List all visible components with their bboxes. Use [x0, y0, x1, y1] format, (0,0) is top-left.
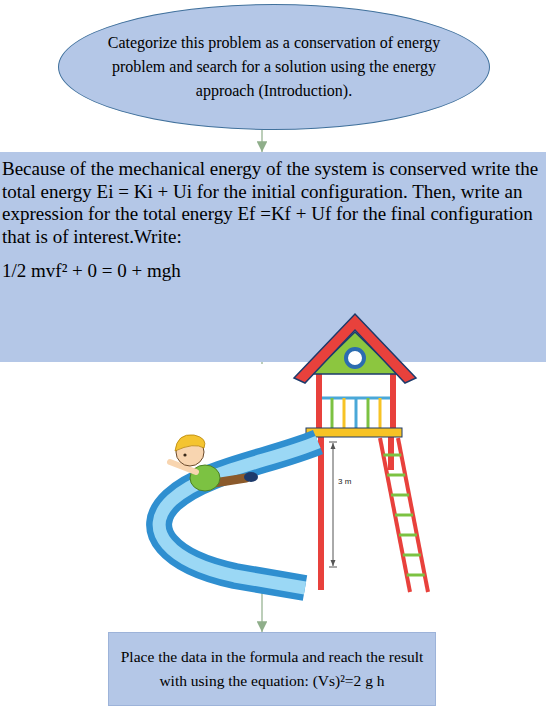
- ladder-rung: [407, 574, 425, 577]
- height-dimension: [329, 442, 337, 567]
- dimension-line: [333, 443, 334, 566]
- ladder-rung: [391, 494, 409, 497]
- round-window: [346, 349, 364, 367]
- railing-bar: [379, 398, 382, 428]
- house-post: [316, 372, 322, 430]
- ladder: [380, 438, 428, 592]
- ladder-rung: [399, 534, 417, 537]
- start-ellipse: Categorize this problem as a conservatio…: [58, 4, 490, 130]
- railing-bar: [355, 398, 358, 428]
- result-box: Place the data in the formula and reach …: [108, 632, 436, 706]
- ladder-rung: [383, 454, 401, 457]
- equation-text: 1/2 mvf² + 0 = 0 + mgh: [2, 260, 543, 283]
- dimension-tick: [329, 567, 337, 568]
- label-holder: 3 m: [337, 477, 352, 487]
- step-text: Place the data in the formula and reach …: [117, 645, 427, 693]
- child-eye: [183, 453, 186, 456]
- dimension-tick: [329, 442, 337, 443]
- step-text: Categorize this problem as a conservatio…: [103, 31, 445, 103]
- ladder-rung: [395, 514, 413, 517]
- dimension-arrow: [331, 443, 336, 449]
- child-figure: [170, 435, 258, 491]
- railing-bar: [331, 398, 334, 428]
- dimension-label: 3 m: [337, 477, 352, 487]
- flow-arrow: [261, 130, 262, 152]
- step-text: Because of the mechanical energy of the …: [2, 158, 543, 248]
- railing-bar: [343, 398, 346, 428]
- instruction-box: Because of the mechanical energy of the …: [0, 152, 546, 362]
- railing-bar: [367, 398, 370, 428]
- dimension-arrow: [331, 560, 336, 566]
- house-post: [390, 372, 396, 430]
- child-hair: [175, 435, 205, 451]
- platform: [306, 428, 402, 437]
- ladder-rung: [403, 554, 421, 557]
- roof: [294, 314, 416, 383]
- child-shoe: [244, 472, 258, 482]
- ladder-rung: [387, 474, 405, 477]
